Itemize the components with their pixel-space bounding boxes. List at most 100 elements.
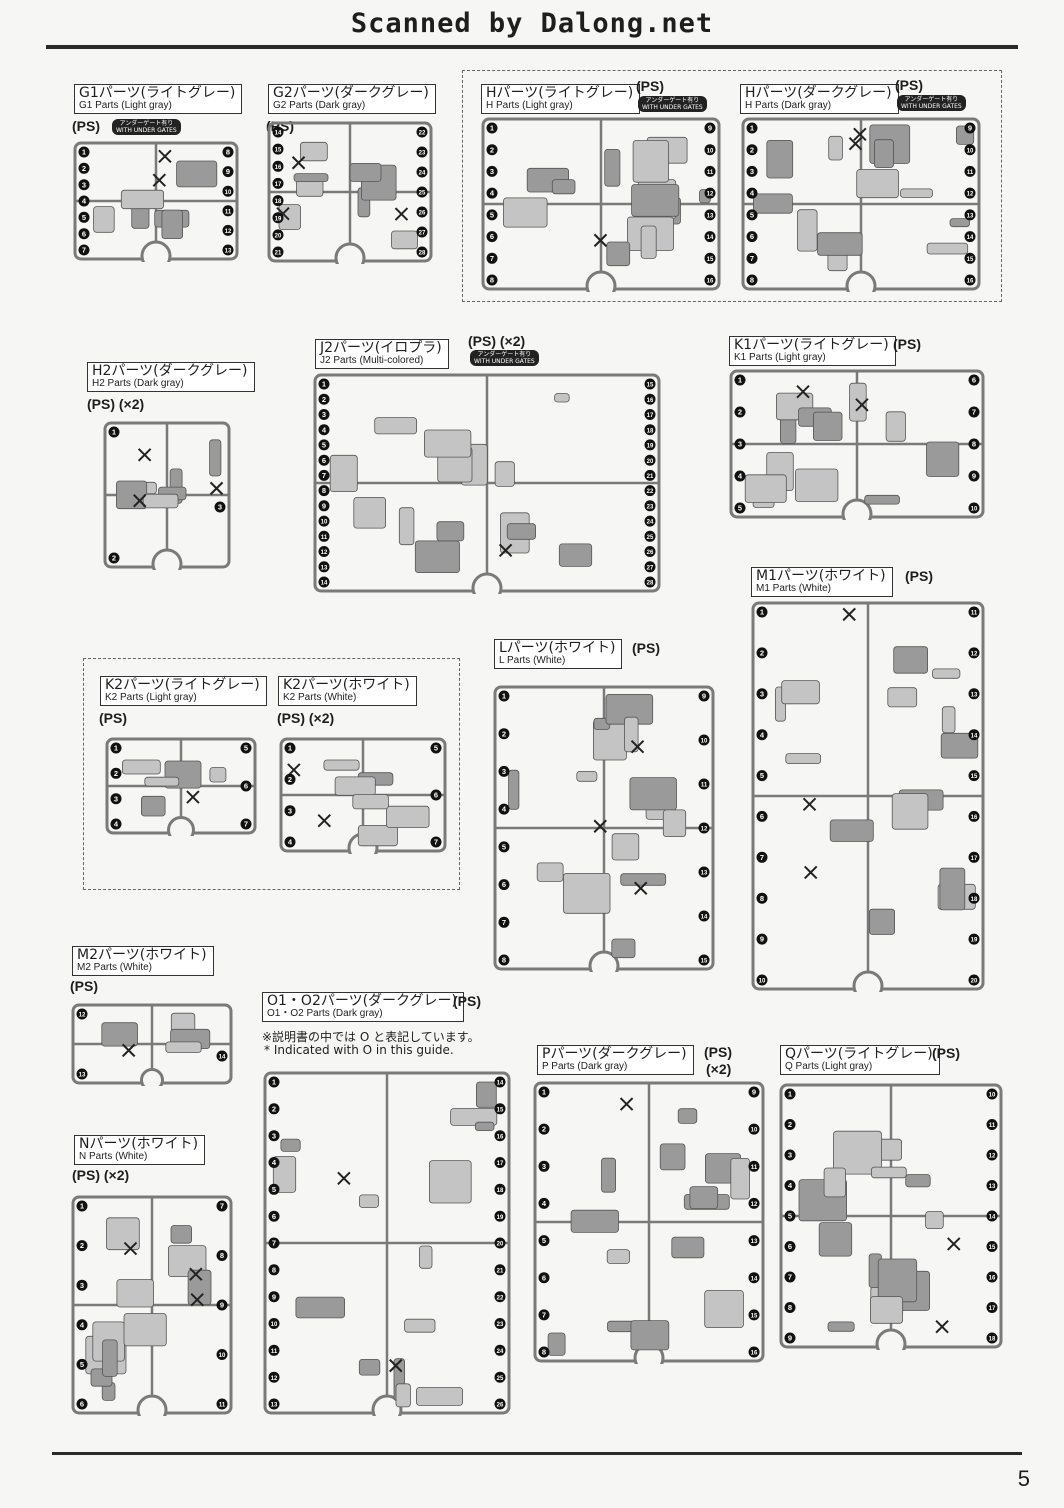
part-number-label: 15 [989, 1245, 996, 1251]
part-number-badge [698, 866, 710, 878]
part-number-badge [704, 122, 716, 134]
part-number-badge [748, 1309, 760, 1321]
part-number-badge [318, 439, 330, 451]
gate-badge-en: WITH UNDER GATES [474, 358, 535, 365]
ps-tag: (PS) [895, 77, 923, 93]
runner-diagram-j2: 1234567891011121314151617181920212223242… [313, 373, 661, 594]
part-number-badge [318, 500, 330, 512]
part-number-badge [486, 231, 498, 243]
parts-label-jp: Hパーツ(ダークグレー) [745, 85, 892, 101]
part-number-label: 12 [271, 1376, 278, 1382]
part-number-label: 16 [497, 1134, 504, 1140]
part-number-label: 18 [497, 1188, 504, 1194]
part-number-badge [968, 502, 980, 514]
parts-label-en: G2 Parts (Dark gray) [273, 99, 366, 111]
part-number-label: 3 [80, 1281, 84, 1290]
part-number-label: 14 [989, 1215, 996, 1221]
part-number-label: 9 [220, 1301, 224, 1310]
part-number-label: 16 [647, 398, 654, 404]
part-number-badge [318, 378, 330, 390]
part-number-badge [748, 1197, 760, 1209]
part-number-badge [110, 818, 122, 830]
parts-label-g1: G1パーツ(ライトグレー)G1 Parts (Light gray) [74, 84, 243, 115]
part-number-badge [76, 1240, 88, 1252]
part-number-badge [110, 767, 122, 779]
part-number-label: 5 [272, 1185, 276, 1194]
part-number-badge [268, 1157, 280, 1168]
part-number-label: 7 [502, 918, 506, 927]
part-number-label: 15 [497, 1107, 504, 1113]
part-number-label: 13 [971, 692, 978, 698]
part-number-label: 1 [322, 380, 326, 389]
parts-label-en: H Parts (Dark gray) [745, 99, 832, 111]
part-number-label: 7 [82, 246, 86, 255]
part-number-label: 4 [322, 425, 327, 434]
part-number-label: 16 [707, 279, 714, 285]
page-header-title: Scanned by Dalong.net [350, 8, 714, 39]
part-number-badge [964, 165, 976, 177]
part-number-badge [222, 224, 234, 236]
quantity-tag: (×2) [706, 1061, 732, 1077]
page-number: 5 [1017, 1466, 1030, 1491]
part-number-badge [968, 810, 980, 822]
part-number-badge [268, 1130, 280, 1142]
part-number-label: 1 [502, 692, 506, 701]
parts-label-jp: K2パーツ(ライトグレー) [105, 677, 260, 693]
part-number-label: 24 [647, 520, 654, 526]
part-number-label: 20 [971, 979, 978, 985]
part-number-badge [318, 561, 330, 573]
part-number-label: 6 [322, 456, 326, 465]
part-number-label: 24 [497, 1349, 504, 1355]
part-number-badge [968, 406, 980, 418]
part-number-label: 25 [419, 191, 426, 197]
part-number-badge [486, 187, 498, 199]
part-number-label: 8 [502, 956, 506, 965]
part-number-label: 8 [542, 1348, 546, 1357]
part-number-badge [318, 515, 330, 527]
part-number-badge [968, 851, 980, 863]
part-number-badge [784, 1241, 796, 1252]
part-number-label: 12 [751, 1202, 758, 1208]
part-number-badge [272, 143, 284, 155]
parts-label-jp: Nパーツ(ホワイト) [79, 1136, 199, 1152]
part-number-badge [748, 1160, 760, 1172]
part-number-badge [968, 606, 980, 618]
parts-label-jp: M1パーツ(ホワイト) [756, 568, 886, 584]
part-number-label: 11 [989, 1123, 996, 1129]
part-number-label: 17 [275, 182, 282, 188]
part-number-label: 16 [989, 1276, 996, 1282]
part-number-label: 17 [971, 856, 978, 862]
part-number-badge [216, 1200, 228, 1212]
part-number-label: 7 [322, 471, 326, 480]
part-number-label: 5 [244, 744, 248, 753]
part-number-badge [964, 231, 976, 243]
part-number-badge [698, 690, 710, 702]
part-number-badge [968, 374, 980, 386]
part-number-badge [746, 252, 758, 264]
part-number-badge [968, 933, 980, 945]
parts-label-jp: G1パーツ(ライトグレー) [79, 85, 236, 101]
part-number-badge [76, 1008, 88, 1020]
parts-label-en: K1 Parts (Light gray) [734, 351, 826, 363]
part-number-label: 7 [788, 1273, 792, 1282]
part-number-label: 14 [497, 1081, 504, 1087]
part-number-label: 13 [225, 249, 232, 255]
part-number-badge [644, 409, 656, 420]
part-number-badge [756, 892, 768, 904]
part-number-label: 23 [497, 1322, 504, 1328]
part-number-label: 17 [647, 413, 654, 419]
part-number-badge [240, 780, 252, 792]
part-number-label: 8 [760, 894, 764, 903]
part-number-badge [498, 916, 510, 928]
part-number-label: 3 [788, 1151, 792, 1160]
parts-label-en: K2 Parts (White) [283, 691, 357, 703]
part-number-label: 2 [542, 1125, 546, 1134]
parts-label-h2: H2パーツ(ダークグレー)H2 Parts (Dark gray) [87, 362, 255, 393]
part-number-label: 14 [751, 1276, 758, 1282]
part-number-badge [222, 244, 234, 256]
part-number-label: 13 [989, 1184, 996, 1190]
part-number-label: 10 [219, 1353, 226, 1359]
part-number-badge [78, 228, 90, 240]
